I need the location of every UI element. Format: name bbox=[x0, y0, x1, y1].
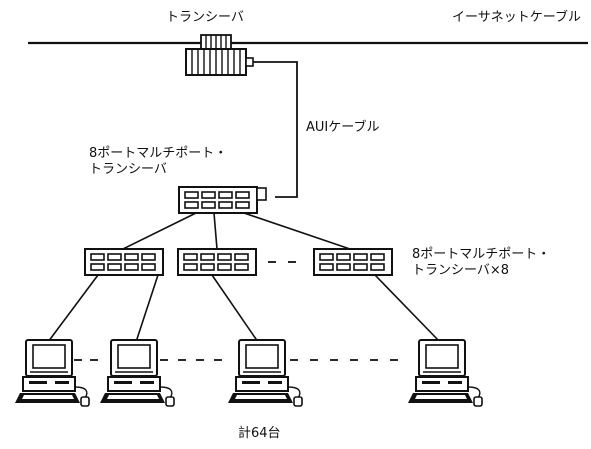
lower-multiport-transceiver bbox=[85, 249, 163, 275]
pc-links bbox=[48, 275, 440, 342]
top-multiport-transceiver bbox=[179, 187, 266, 213]
lower-multiport-transceiver bbox=[314, 249, 392, 275]
top-hub-label-line2: トランシーバ bbox=[89, 162, 227, 178]
aui-cable bbox=[253, 62, 297, 197]
lower-hub-label: 8ポートマルチポート・ トランシーバ×8 bbox=[412, 247, 550, 279]
lower-hub-label-line1: 8ポートマルチポート・ bbox=[412, 247, 550, 263]
lower-hub-label-line2: トランシーバ×8 bbox=[412, 263, 550, 279]
top-hub-label: 8ポートマルチポート・ トランシーバ bbox=[89, 146, 227, 178]
computer-icon bbox=[228, 340, 302, 406]
hub-links bbox=[123, 213, 350, 249]
transceiver-icon bbox=[186, 35, 253, 75]
computer-icon bbox=[15, 340, 89, 406]
lower-multiport-transceiver bbox=[178, 249, 256, 275]
total-count-label: 計64台 bbox=[238, 426, 281, 442]
top-hub-label-line1: 8ポートマルチポート・ bbox=[89, 146, 227, 162]
computer-icon bbox=[100, 340, 174, 406]
computer-icon bbox=[408, 340, 482, 406]
ethernet-cable-label: イーサネットケーブル bbox=[452, 10, 581, 26]
transceiver-label: トランシーバ bbox=[166, 10, 244, 26]
aui-cable-label: AUIケーブル bbox=[306, 120, 379, 136]
